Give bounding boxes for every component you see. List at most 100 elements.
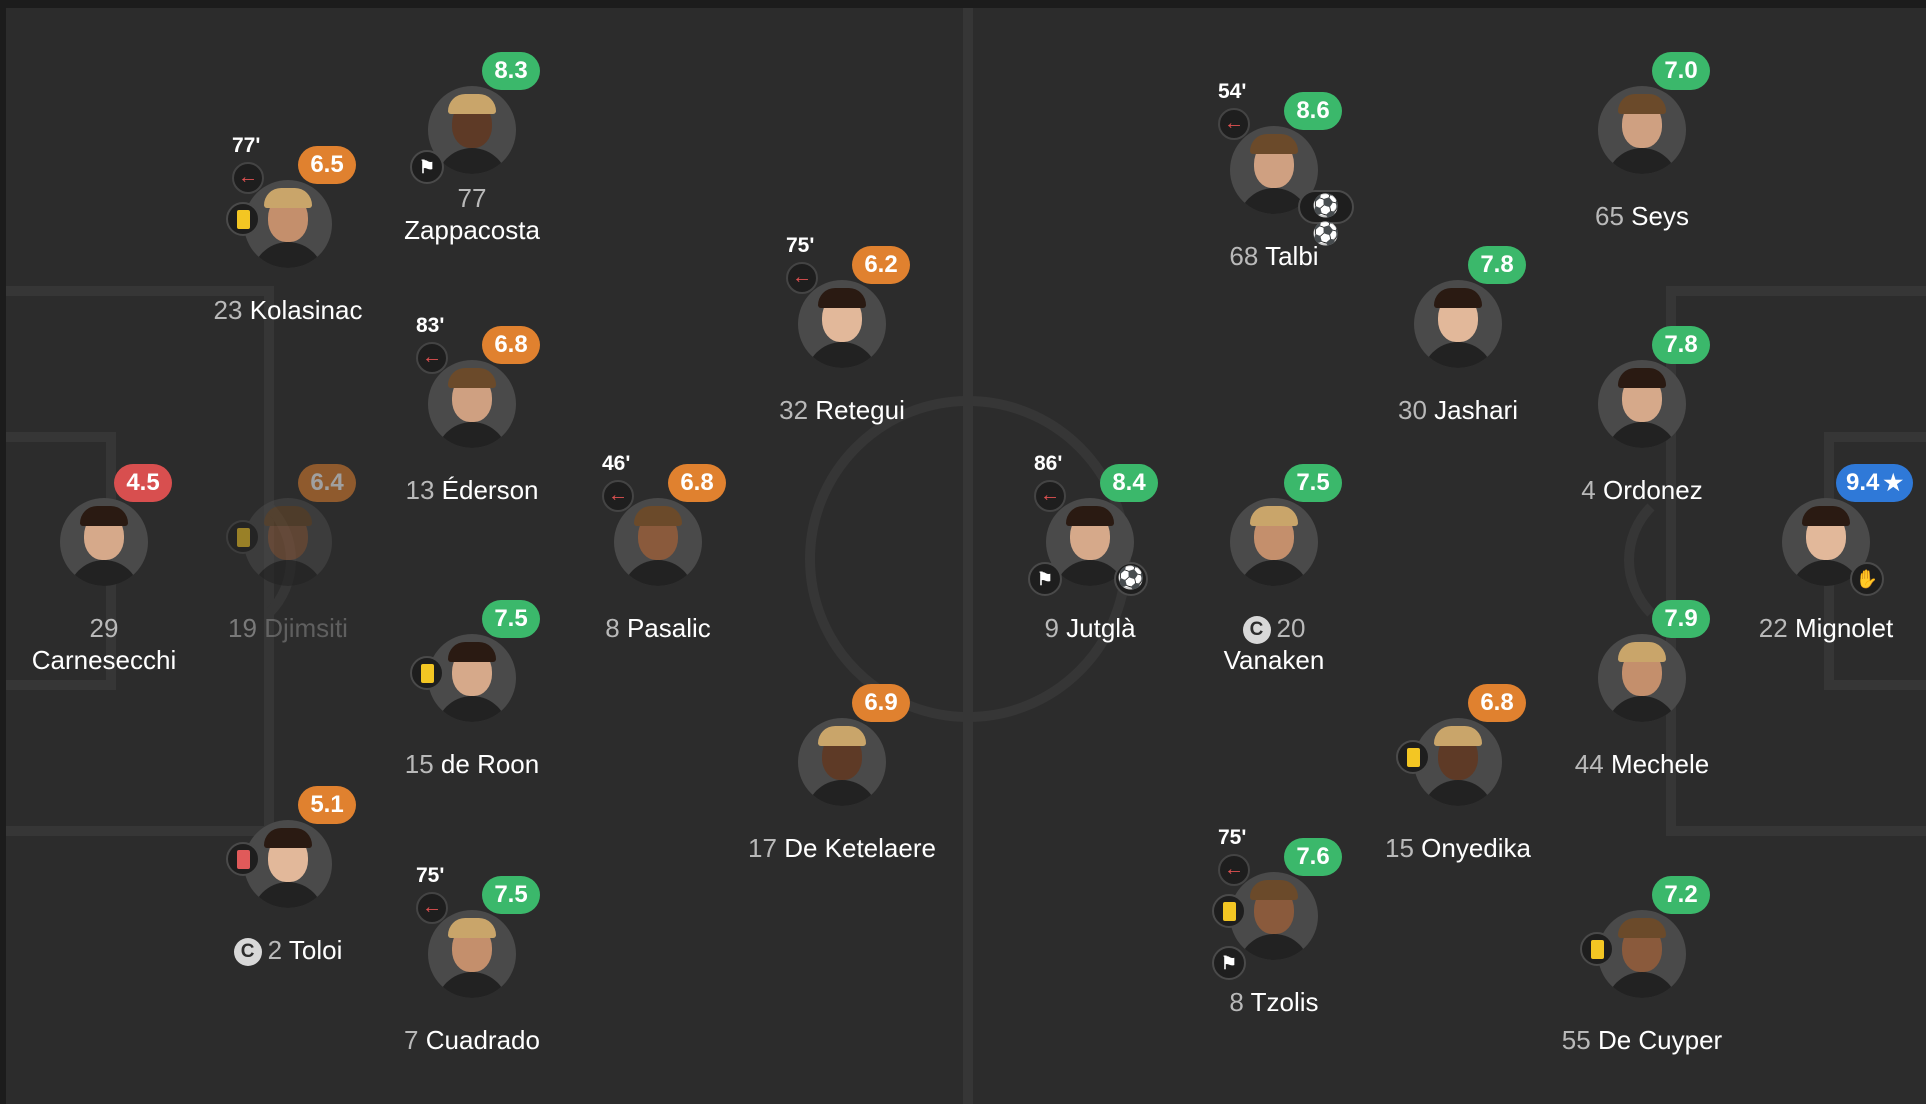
- rating-value: 7.5: [494, 605, 528, 632]
- player-surname: Pasalic: [626, 613, 711, 643]
- player-name: 30 Jashari: [1348, 394, 1568, 426]
- rating-badge: 7.6: [1284, 838, 1342, 876]
- player-name: 8 Pasalic: [548, 612, 768, 644]
- player-number: 77: [457, 183, 487, 213]
- ball-glyph: ⚽⚽: [1312, 193, 1340, 246]
- yellow-card-icon: [1212, 894, 1246, 928]
- away-goal-box-bottom: [1824, 680, 1926, 690]
- rating-value: 6.5: [310, 151, 344, 178]
- player-surname: Djimsiti: [264, 613, 348, 643]
- player-shirt: [252, 882, 324, 908]
- rating-value: 7.5: [494, 881, 528, 908]
- player-surname: Carnesecchi: [31, 645, 177, 675]
- rating-badge: 7.5: [482, 600, 540, 638]
- star-icon: ★: [1883, 470, 1904, 495]
- rating-value: 6.8: [1480, 689, 1514, 716]
- yellow-card-icon: [410, 656, 444, 690]
- player-shirt: [68, 560, 140, 586]
- rating-value: 5.1: [310, 791, 344, 818]
- player-number: 8: [605, 613, 620, 643]
- player-number: 55: [1561, 1025, 1591, 1055]
- player-hair: [264, 506, 312, 526]
- rating-badge: 4.5: [114, 464, 172, 502]
- player-name: 65 Seys: [1532, 200, 1752, 232]
- rating-value: 6.2: [864, 251, 898, 278]
- boot-glyph: ⚑: [1220, 953, 1238, 973]
- rating-badge: 8.3: [482, 52, 540, 90]
- player-hair: [1250, 880, 1298, 900]
- player-name: 19 Djimsiti: [178, 612, 398, 644]
- player-surname: Talbi: [1265, 241, 1319, 271]
- home-goal-box-top: [6, 432, 114, 442]
- player-name: 4 Ordonez: [1532, 474, 1752, 506]
- player-number: 29: [89, 613, 119, 643]
- rating-badge: 7.8: [1652, 326, 1710, 364]
- rating-badge: 6.8: [482, 326, 540, 364]
- player-number: 17: [748, 833, 777, 863]
- player-number: 68: [1229, 241, 1259, 271]
- player-number: 15: [1385, 833, 1414, 863]
- player-hair: [448, 642, 496, 662]
- boot-icon: ⚑: [1028, 562, 1062, 596]
- player-number: 13: [405, 475, 435, 505]
- player-hair: [1618, 642, 1666, 662]
- player-hair: [1434, 726, 1482, 746]
- player-name: 22 Mignolet: [1716, 612, 1926, 644]
- boot-glyph: ⚑: [418, 157, 436, 177]
- substitution-time: 75': [1218, 826, 1247, 849]
- rating-badge: 7.9: [1652, 600, 1710, 638]
- player-name: 44 Mechele: [1532, 748, 1752, 780]
- player-shirt: [806, 780, 878, 806]
- player-hair: [1250, 506, 1298, 526]
- player-surname: Cuadrado: [425, 1025, 540, 1055]
- player-photo: [1046, 498, 1134, 586]
- player-surname: Kolasinac: [249, 295, 363, 325]
- away-penalty-box-top: [1666, 286, 1926, 296]
- home-goal-box-bottom: [6, 680, 114, 690]
- player-number: 9: [1044, 613, 1059, 643]
- player-photo: [798, 718, 886, 806]
- substitution-off-icon: ←: [786, 262, 818, 294]
- player-surname: Vanaken: [1223, 645, 1325, 675]
- player-shirt: [806, 342, 878, 368]
- player-shirt: [436, 422, 508, 448]
- player-photo: [1414, 718, 1502, 806]
- player-surname: Jashari: [1434, 395, 1518, 425]
- substitution-time: 75': [416, 864, 445, 887]
- substitution-off-icon: ←: [1034, 480, 1066, 512]
- rating-value: 7.9: [1664, 605, 1698, 632]
- player-surname: de Roon: [440, 749, 540, 779]
- player-name: 32 Retegui: [732, 394, 952, 426]
- home-penalty-box-bottom: [6, 826, 274, 836]
- yellow-card-icon: [226, 202, 260, 236]
- player-number: 19: [228, 613, 257, 643]
- substitution-time: 86': [1034, 452, 1063, 475]
- player-surname: De Ketelaere: [784, 833, 936, 863]
- rating-badge: 7.2: [1652, 876, 1710, 914]
- ball-icon: ⚽⚽: [1298, 190, 1354, 246]
- rating-value: 7.8: [1480, 251, 1514, 278]
- rating-badge: 9.4★: [1836, 464, 1914, 502]
- player-hair: [818, 726, 866, 746]
- player-photo: [798, 280, 886, 368]
- player-photo: [614, 498, 702, 586]
- player-number: 20: [1276, 613, 1306, 643]
- ball-icon: ⚽: [1114, 562, 1148, 596]
- yellow-card: [1223, 902, 1236, 921]
- player-number: 4: [1581, 475, 1596, 505]
- player-shirt: [252, 560, 324, 586]
- player-surname: Jutglà: [1066, 613, 1136, 643]
- rating-value: 6.8: [680, 469, 714, 496]
- player-name: 15 de Roon: [362, 748, 582, 780]
- player-hair: [634, 506, 682, 526]
- rating-value: 9.4: [1846, 469, 1880, 496]
- player-photo: [60, 498, 148, 586]
- player-shirt: [1606, 422, 1678, 448]
- player-photo: [1598, 360, 1686, 448]
- red-card: [237, 850, 250, 869]
- rating-value: 7.5: [1296, 469, 1330, 496]
